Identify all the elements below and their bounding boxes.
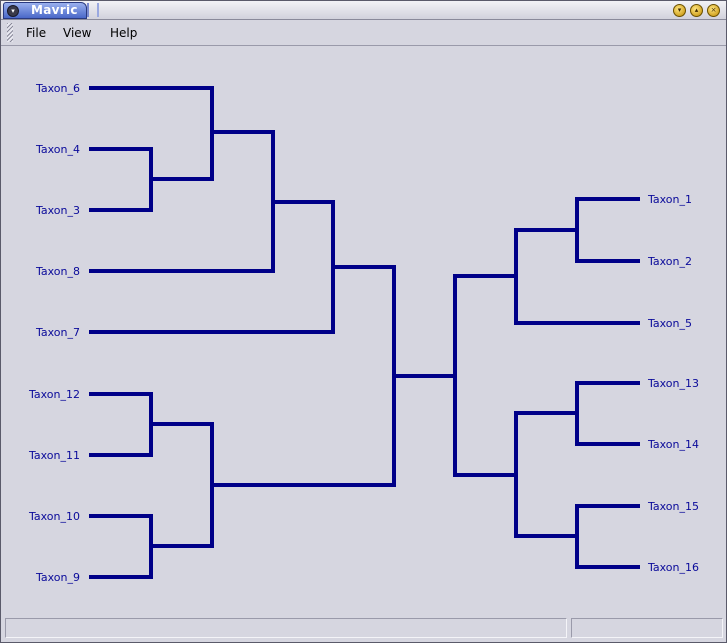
taxon-label[interactable]: Taxon_3 [35, 204, 80, 217]
taxon-label[interactable]: Taxon_14 [647, 438, 699, 451]
maximize-icon[interactable]: ▴ [690, 4, 703, 17]
title-bar[interactable]: ▾ Mavric ▾ ▴ × [1, 1, 726, 20]
menubar-grip[interactable] [7, 23, 13, 42]
taxon-label[interactable]: Taxon_11 [28, 449, 80, 462]
window-title: Mavric [31, 3, 78, 17]
title-tab[interactable]: ▾ Mavric [3, 2, 87, 19]
phylogenetic-tree: Taxon_6 Taxon_4 Taxon_3 Taxon_8 Taxon_7 … [28, 82, 699, 584]
tree-canvas[interactable]: Taxon_6 Taxon_4 Taxon_3 Taxon_8 Taxon_7 … [1, 46, 726, 616]
taxon-label[interactable]: Taxon_13 [647, 377, 699, 390]
taxon-label[interactable]: Taxon_10 [28, 510, 80, 523]
menu-view[interactable]: View [63, 26, 92, 40]
taxon-label[interactable]: Taxon_5 [647, 317, 692, 330]
taxon-label[interactable]: Taxon_8 [35, 265, 80, 278]
status-bar [5, 618, 723, 638]
taxon-label[interactable]: Taxon_9 [35, 571, 80, 584]
close-icon[interactable]: × [707, 4, 720, 17]
taxon-label[interactable]: Taxon_12 [28, 388, 80, 401]
window-menu-icon[interactable]: ▾ [7, 5, 19, 17]
taxon-label[interactable]: Taxon_1 [647, 193, 692, 206]
minimize-icon[interactable]: ▾ [673, 4, 686, 17]
menu-bar: File View Help [1, 20, 726, 46]
title-ridges [87, 3, 99, 17]
taxon-label[interactable]: Taxon_4 [35, 143, 80, 156]
menu-file[interactable]: File [26, 26, 47, 40]
taxon-label[interactable]: Taxon_7 [35, 326, 80, 339]
tree-branches [89, 86, 640, 579]
menu-help[interactable]: Help [110, 26, 138, 40]
taxon-label[interactable]: Taxon_16 [647, 561, 699, 574]
taxon-label[interactable]: Taxon_6 [35, 82, 80, 95]
status-right [571, 618, 723, 638]
taxon-label[interactable]: Taxon_2 [647, 255, 692, 268]
taxon-label[interactable]: Taxon_15 [647, 500, 699, 513]
status-left [5, 618, 567, 638]
